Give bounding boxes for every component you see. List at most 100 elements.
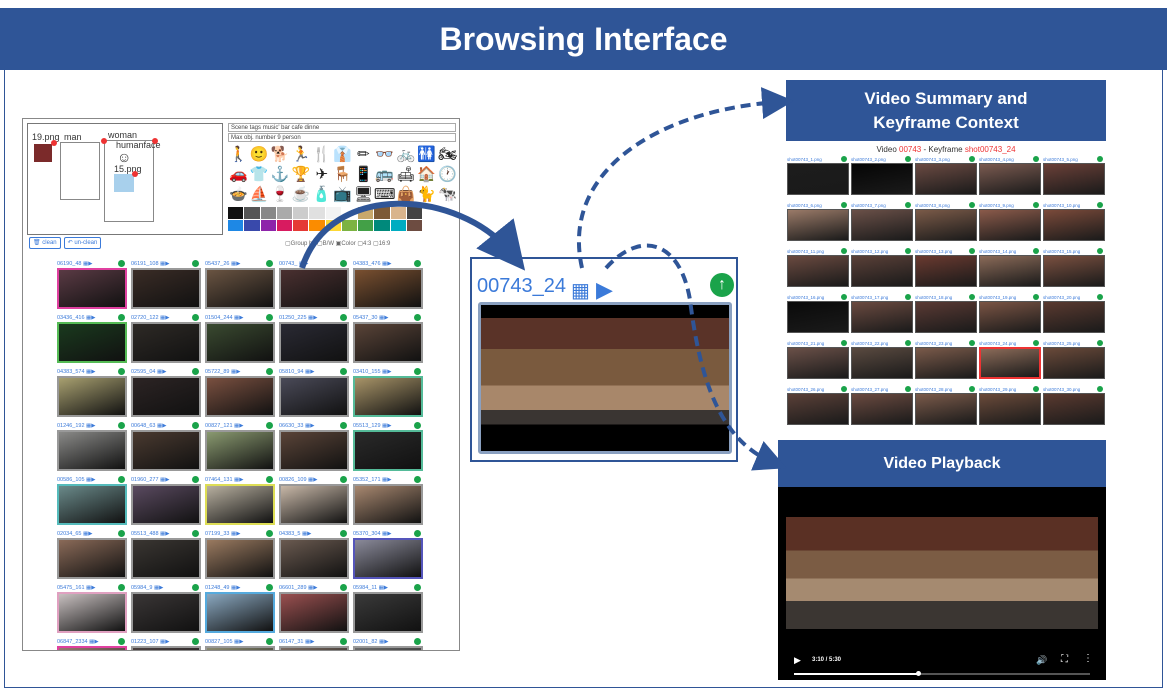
palette-object-icon[interactable]: ✈ <box>315 166 329 183</box>
keyframe-cell[interactable]: shot00743_5.png <box>1043 156 1105 198</box>
result-cell[interactable]: 04383_476 ▦▶ <box>353 260 423 310</box>
arrow-up-icon[interactable] <box>340 530 347 537</box>
keyframe-cell[interactable]: shot00743_7.png <box>851 202 913 244</box>
keyframe-thumbnail[interactable] <box>851 209 913 241</box>
result-cell[interactable]: 06847_2334 ▦▶ <box>57 638 127 650</box>
arrow-up-icon[interactable] <box>905 386 911 392</box>
result-id[interactable]: 00648_63 ▦▶ <box>131 423 167 429</box>
result-cell[interactable]: 01223_107 ▦▶ <box>131 638 201 650</box>
arrow-up-icon[interactable] <box>414 584 421 591</box>
arrow-up-icon[interactable] <box>414 638 421 645</box>
arrow-up-icon[interactable] <box>192 368 199 375</box>
keyframe-thumbnail[interactable] <box>979 393 1041 425</box>
arrow-up-icon[interactable] <box>266 638 273 645</box>
arrow-up-icon[interactable] <box>266 368 273 375</box>
keyframe-cell[interactable]: shot00743_16.png <box>787 294 849 336</box>
keyframe-thumbnail[interactable] <box>787 393 849 425</box>
arrow-up-icon[interactable] <box>266 422 273 429</box>
progress-bar[interactable] <box>794 671 1090 676</box>
color-swatch[interactable] <box>390 219 406 231</box>
arrow-up-icon[interactable] <box>192 260 199 267</box>
arrow-up-icon[interactable] <box>118 530 125 537</box>
arrow-up-icon[interactable] <box>414 368 421 375</box>
result-cell[interactable]: 00827_121 ▦▶ <box>205 422 275 472</box>
arrow-up-icon[interactable] <box>969 202 975 208</box>
arrow-up-icon[interactable] <box>1033 202 1039 208</box>
arrow-up-icon[interactable] <box>1033 248 1039 254</box>
arrow-up-icon[interactable] <box>1097 202 1103 208</box>
result-id[interactable]: 06190_48 ▦▶ <box>57 261 93 267</box>
result-id[interactable]: 05352_171 ▦▶ <box>353 477 392 483</box>
keyframe-thumbnail[interactable] <box>851 163 913 195</box>
palette-object-icon[interactable]: 🐈 <box>417 186 437 203</box>
enlarged-id[interactable]: 00743_24 <box>477 275 566 297</box>
result-cell[interactable]: 01504_244 ▦▶ <box>205 314 275 364</box>
palette-object-icon[interactable]: 🛋 <box>396 166 416 183</box>
keyframe-thumbnail[interactable] <box>915 255 977 287</box>
arrow-up-icon[interactable] <box>905 156 911 162</box>
arrow-up-icon[interactable] <box>905 294 911 300</box>
play-icon[interactable]: ▶ <box>596 277 613 302</box>
arrow-up-icon[interactable] <box>1033 294 1039 300</box>
result-cell[interactable]: 01246_192 ▦▶ <box>57 422 127 472</box>
arrow-up-icon[interactable] <box>266 584 273 591</box>
arrow-up-icon[interactable] <box>1097 156 1103 162</box>
result-thumbnail[interactable] <box>131 322 201 363</box>
scene-tags-input[interactable]: Scene tags music' bar cafe dinne <box>228 123 456 132</box>
man-box[interactable] <box>60 142 100 200</box>
result-id[interactable]: 07199_33 ▦▶ <box>205 531 241 537</box>
group-options[interactable]: ▢Group by ▢B/W ▣Color ▢4:3 ▢16:9 <box>285 241 391 247</box>
keyframe-cell[interactable]: shot00743_20.png <box>1043 294 1105 336</box>
arrow-up-icon[interactable] <box>969 156 975 162</box>
palette-object-icon[interactable]: 🍲 <box>229 186 248 203</box>
keyframe-cell[interactable]: shot00743_29.png <box>979 386 1041 426</box>
result-cell[interactable]: 05984_9 ▦▶ <box>131 584 201 634</box>
result-id[interactable]: 06191_108 ▦▶ <box>131 261 170 267</box>
result-thumbnail[interactable] <box>353 646 423 650</box>
arrow-up-icon[interactable] <box>841 156 847 162</box>
result-cell[interactable]: 02001_82 ▦▶ <box>353 638 423 650</box>
keyframe-cell[interactable]: shot00743_27.png <box>851 386 913 426</box>
result-thumbnail[interactable] <box>205 646 275 650</box>
arrow-up-icon[interactable] <box>340 368 347 375</box>
keyframe-thumbnail[interactable] <box>915 393 977 425</box>
palette-object-icon[interactable]: 🐕 <box>270 146 290 163</box>
result-id[interactable]: 05810_94 ▦▶ <box>279 369 315 375</box>
keyframe-thumbnail[interactable] <box>1043 393 1105 425</box>
keyframe-thumbnail[interactable] <box>915 209 977 241</box>
result-thumbnail[interactable] <box>57 484 127 525</box>
palette-object-icon[interactable]: 🚻 <box>417 146 437 163</box>
keyframe-thumbnail[interactable] <box>979 347 1041 379</box>
result-cell[interactable]: 04383_5 ▦▶ <box>279 530 349 580</box>
keyframe-thumbnail[interactable] <box>787 301 849 333</box>
palette-object-icon[interactable]: 🙂 <box>249 146 269 163</box>
keyframe-thumbnail[interactable] <box>915 301 977 333</box>
arrow-up-icon[interactable] <box>340 638 347 645</box>
arrow-up-icon[interactable] <box>118 260 125 267</box>
result-cell[interactable]: 03436_416 ▦▶ <box>57 314 127 364</box>
keyframe-cell[interactable]: shot00743_30.png <box>1043 386 1105 426</box>
arrow-up-icon[interactable] <box>905 248 911 254</box>
result-thumbnail[interactable] <box>57 538 127 579</box>
keyframe-thumbnail[interactable] <box>851 393 913 425</box>
keyframe-cell[interactable]: shot00743_1.png <box>787 156 849 198</box>
arrow-up-icon[interactable] <box>118 584 125 591</box>
palette-object-icon[interactable]: 🏃 <box>291 146 311 163</box>
keyframe-cell[interactable]: shot00743_8.png <box>915 202 977 244</box>
arrow-up-icon[interactable] <box>1097 294 1103 300</box>
result-id[interactable]: 01246_192 ▦▶ <box>57 423 96 429</box>
result-id[interactable]: 05984_11 ▦▶ <box>353 585 389 591</box>
result-cell[interactable]: 07199_33 ▦▶ <box>205 530 275 580</box>
remove-dot[interactable] <box>101 138 107 144</box>
keyframe-cell[interactable]: shot00743_26.png <box>787 386 849 426</box>
result-thumbnail[interactable] <box>353 538 423 579</box>
result-thumbnail[interactable] <box>279 484 349 525</box>
palette-object-icon[interactable]: ⌨ <box>373 186 396 203</box>
result-thumbnail[interactable] <box>205 322 275 363</box>
result-thumbnail[interactable] <box>57 268 127 309</box>
result-cell[interactable]: 03410_155 ▦▶ <box>353 368 423 418</box>
result-cell[interactable]: 00648_63 ▦▶ <box>131 422 201 472</box>
color-swatch[interactable] <box>406 219 422 231</box>
result-id[interactable]: 00826_109 ▦▶ <box>279 477 318 483</box>
result-thumbnail[interactable] <box>279 430 349 471</box>
